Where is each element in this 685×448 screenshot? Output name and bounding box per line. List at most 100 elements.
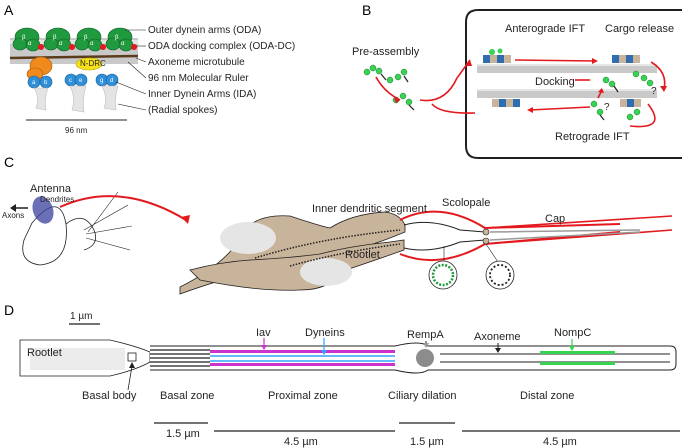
- ida-letter-a: a: [32, 80, 36, 86]
- svg-text:α: α: [90, 41, 94, 47]
- label-distal-zone: Distal zone: [520, 390, 574, 402]
- panel-a-leader-lines: [115, 29, 147, 111]
- molecular-ruler-line: [9, 54, 139, 60]
- oda-docking-complex: [38, 44, 137, 50]
- svg-text:α: α: [59, 41, 63, 47]
- svg-text:β: β: [115, 35, 119, 41]
- antenna-drawing: [22, 191, 133, 266]
- svg-text:β: β: [22, 35, 26, 41]
- panel-c-letter: C: [4, 154, 14, 170]
- outer-dynein-arms: [12, 27, 134, 52]
- scale-bar-96nm-label: 96 nm: [65, 126, 88, 135]
- label-rempa: RempA: [407, 329, 444, 341]
- ift-arrows: [375, 59, 666, 128]
- label-length-distal: 4.5 µm: [543, 436, 577, 448]
- nucleus-2: [300, 258, 352, 286]
- ida-letter-e: e: [79, 78, 83, 84]
- label-inner-dendritic-segment: Inner dendritic segment: [312, 203, 427, 215]
- cilium-membrane: [465, 9, 682, 159]
- label-length-dilation: 1.5 µm: [410, 436, 444, 448]
- panel-d-letter: D: [4, 302, 14, 318]
- panel-d: D 1 µm: [4, 302, 680, 448]
- label-axons: Axons: [2, 211, 24, 220]
- label-dyneins: Dyneins: [305, 327, 345, 339]
- panel-d-arrows: [127, 338, 575, 391]
- label-scale-1um: 1 µm: [70, 311, 92, 322]
- zoom-arrowhead: [181, 215, 190, 224]
- label-docking: Docking: [535, 76, 575, 88]
- iav-band-bottom: [210, 363, 395, 366]
- svg-text:β: β: [53, 35, 57, 41]
- ift-train-cargo: [612, 55, 640, 63]
- ndrc-label: N-DRC: [80, 59, 106, 68]
- basal-body-box: [127, 352, 137, 362]
- microtubule-upper-highlight: [477, 64, 657, 66]
- label-basal-zone: Basal zone: [160, 390, 214, 402]
- length-bars: [154, 422, 680, 432]
- neuron-body-2: [189, 239, 405, 291]
- label-antenna: Antenna: [30, 183, 72, 195]
- ift-train-anterograde: [483, 48, 511, 63]
- label-nompc: NompC: [554, 327, 591, 339]
- label-ciliary-dilation: Ciliary dilation: [388, 390, 456, 402]
- label-rootlet-d: Rootlet: [27, 347, 62, 359]
- label-molecular-ruler: 96 nm Molecular Ruler: [148, 73, 249, 84]
- svg-text:α: α: [121, 41, 125, 47]
- cross-section-proximal: [428, 260, 458, 290]
- nompc-band-top: [540, 351, 615, 354]
- cross-section-leader-2: [485, 243, 499, 263]
- ida-letter-b: b: [44, 80, 48, 86]
- dynein-tails: [380, 73, 619, 121]
- label-oda-dc: ODA docking complex (ODA-DC): [148, 41, 295, 52]
- svg-text:β: β: [84, 35, 88, 41]
- ida-letters: a b c e g d: [32, 78, 113, 86]
- microtubule-lower: [477, 89, 657, 98]
- ida-letter-g: g: [100, 78, 103, 84]
- ida-letter-d: d: [110, 78, 113, 84]
- label-axoneme: Axoneme: [474, 331, 520, 343]
- nucleus-1: [220, 222, 276, 254]
- label-length-proximal: 4.5 µm: [284, 436, 318, 448]
- panel-b-letter: B: [362, 2, 371, 18]
- question-mark-1: ?: [651, 86, 657, 97]
- label-ida: Inner Dynein Arms (IDA): [148, 89, 256, 100]
- label-retrograde-ift: Retrograde IFT: [555, 131, 630, 143]
- label-axoneme-microtubule: Axoneme microtubule: [148, 57, 245, 68]
- ciliary-dilation-body: [416, 349, 434, 367]
- ift-arrowheads: [394, 58, 667, 113]
- panel-c: C Antenna Dendrites Axons: [2, 154, 673, 295]
- ndrc-blob: [75, 57, 103, 71]
- zoom-arrow: [59, 195, 187, 221]
- scolopale-structure: [399, 210, 673, 262]
- label-radial-spokes: (Radial spokes): [148, 105, 217, 116]
- label-proximal-zone: Proximal zone: [268, 390, 338, 402]
- cilium-outline: [150, 342, 677, 374]
- label-scolopale: Scolopale: [442, 197, 490, 209]
- rootlet-fiber-2: [289, 243, 401, 267]
- ida-letter-c: c: [69, 78, 72, 84]
- panel-b: B: [352, 2, 682, 159]
- microtubule-highlight: [10, 40, 138, 44]
- microtubule-upper: [477, 64, 657, 73]
- label-iav: Iav: [256, 327, 271, 339]
- label-anterograde-ift: Anterograde IFT: [505, 23, 585, 35]
- question-mark-2: ?: [604, 102, 610, 113]
- rootlet-fill: [30, 348, 125, 370]
- cross-section-distal: [485, 260, 515, 290]
- label-length-basal: 1.5 µm: [166, 428, 200, 440]
- ift-train-retrograde: [492, 99, 641, 107]
- radial-spokes: [33, 85, 119, 113]
- microtubule-lower-highlight: [477, 89, 657, 91]
- label-rootlet-c: Rootlet: [345, 249, 380, 261]
- label-dendrites: Dendrites: [40, 195, 74, 204]
- label-oda: Outer dynein arms (ODA): [148, 25, 261, 36]
- label-basal-body: Basal body: [82, 390, 137, 402]
- svg-text:α: α: [28, 41, 32, 47]
- label-cap: Cap: [545, 213, 565, 225]
- label-preassembly: Pre-assembly: [352, 46, 420, 58]
- basal-zone-lines: [150, 349, 210, 367]
- axons-arrow: [10, 204, 28, 212]
